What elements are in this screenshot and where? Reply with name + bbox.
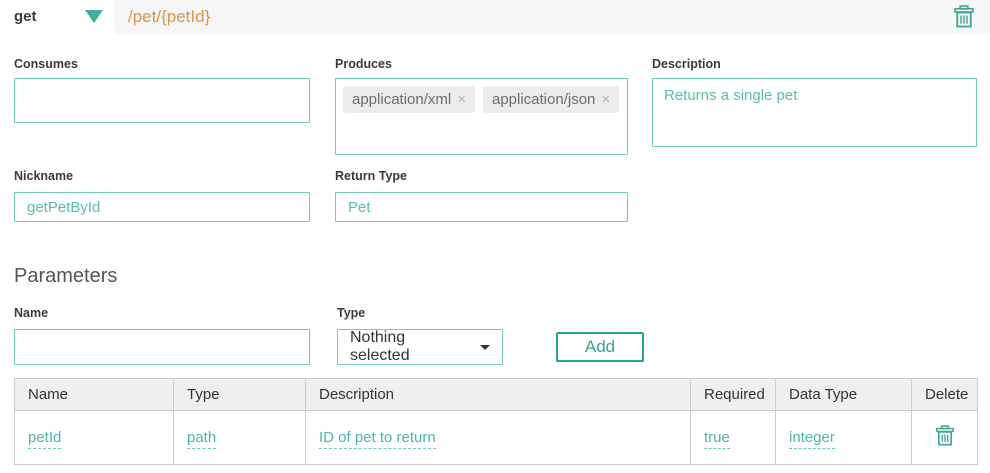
param-type-dropdown[interactable]: Nothing selected [337,329,503,365]
table-row: petId path ID of pet to return true inte… [14,410,978,465]
trash-icon [954,5,974,28]
produces-tag: application/xml × [343,86,475,113]
nickname-field-wrap [14,192,310,222]
header-description: Description [305,378,691,411]
header-type: Type [173,378,306,411]
produces-tags-input[interactable]: application/xml × application/json × [335,78,628,155]
param-name-value[interactable]: petId [28,429,62,449]
remove-tag-icon[interactable]: × [457,91,466,108]
parameters-table: Name Type Description Required Data Type… [14,378,978,465]
http-method-label: get [14,8,37,25]
return-type-input[interactable] [336,193,627,221]
param-type-value[interactable]: path [187,429,217,449]
header-required: Required [690,378,776,411]
param-name-input[interactable] [14,329,310,365]
param-name-label: Name [14,306,49,320]
delete-operation-button[interactable] [953,5,975,29]
add-parameter-button[interactable]: Add [556,332,644,362]
nickname-label: Nickname [14,169,74,183]
path-bar [115,0,990,34]
return-type-field-wrap [335,192,628,222]
trash-icon [935,425,954,446]
table-header-row: Name Type Description Required Data Type… [14,378,978,411]
param-description-value[interactable]: ID of pet to return [319,429,436,449]
produces-tag-label: application/xml [352,91,452,108]
header-name: Name [14,378,174,411]
description-label: Description [652,57,721,71]
produces-tag-label: application/json [491,91,596,108]
produces-tag: application/json × [482,86,620,113]
chevron-down-icon [480,344,490,350]
header-data-type: Data Type [775,378,912,411]
remove-tag-icon[interactable]: × [601,91,611,108]
description-textarea[interactable]: Returns a single pet [652,78,977,147]
nickname-input[interactable] [15,193,309,221]
param-data-type-value[interactable]: integer [789,429,835,449]
dropdown-selected-value: Nothing selected [350,329,410,364]
method-dropdown-caret-icon[interactable] [85,10,103,23]
consumes-label: Consumes [14,57,78,71]
path-input[interactable] [128,7,828,27]
param-required-value[interactable]: true [704,429,730,449]
delete-parameter-button[interactable] [935,425,955,450]
produces-label: Produces [335,57,392,71]
consumes-input[interactable] [14,78,310,123]
param-type-label: Type [337,306,366,320]
return-type-label: Return Type [335,169,407,183]
header-delete: Delete [911,378,978,411]
parameters-heading: Parameters [14,265,118,287]
